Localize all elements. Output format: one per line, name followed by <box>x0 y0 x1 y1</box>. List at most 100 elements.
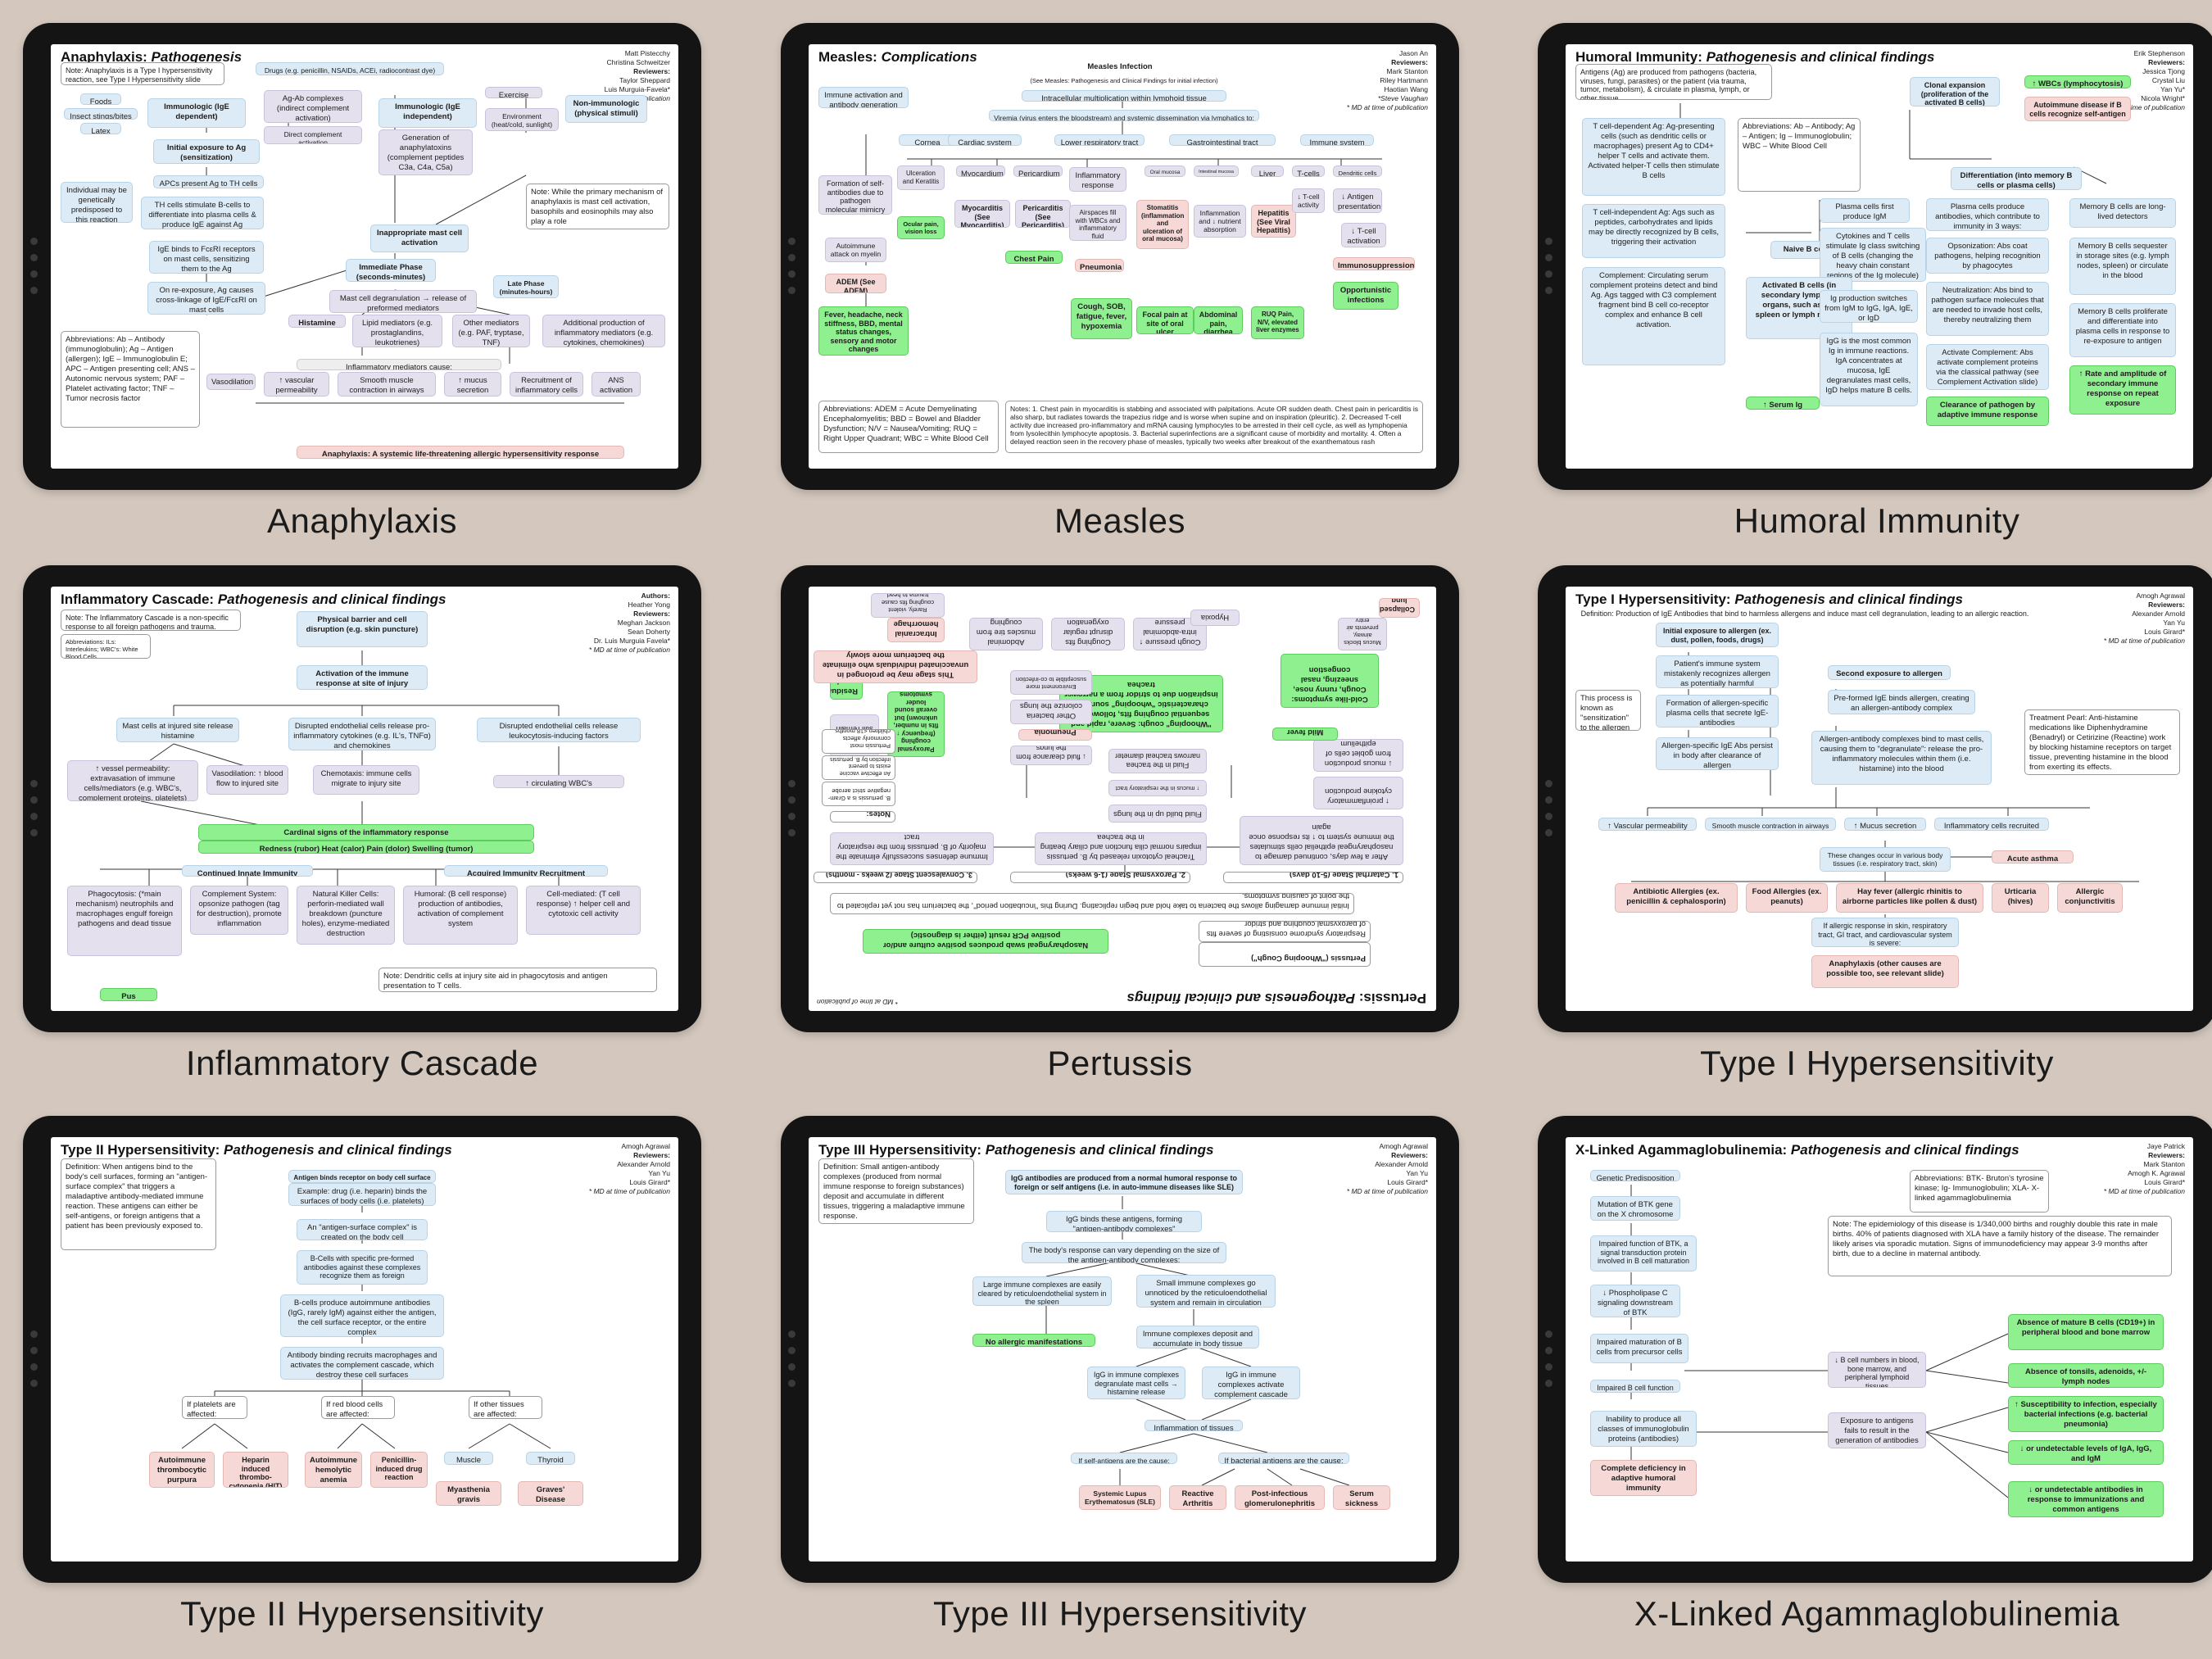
flowchart-node: Humoral: (B cell response) production of… <box>403 886 518 945</box>
tile-x-linked-agammaglobulinemia[interactable]: X-Linked Agammaglobulinemia: Pathogenesi… <box>1538 1116 2212 1634</box>
flowchart-node: Vasodilation <box>206 374 256 390</box>
credit-line: Mark Stanton <box>1386 67 1428 75</box>
flowchart-node: Note: Anaphylaxis is a Type I hypersensi… <box>61 62 224 85</box>
tile-humoral-immunity[interactable]: Humoral Immunity: Pathogenesis and clini… <box>1538 23 2212 541</box>
tile-caption: Pertussis <box>1047 1044 1193 1082</box>
credit-line: Yan Yu* <box>2160 85 2185 93</box>
slide-screen[interactable]: Type III Hypersensitivity: Pathogenesis … <box>809 1137 1436 1562</box>
flowchart-node: Cornea <box>899 134 956 146</box>
flowchart-node: Pneumonia <box>1018 729 1092 741</box>
flowchart-node: Pneumonia <box>1075 259 1124 272</box>
flowchart-node: If other tissues are affected: <box>469 1396 542 1419</box>
tile-inflammatory-cascade[interactable]: Inflammatory Cascade: Pathogenesis and c… <box>23 565 701 1083</box>
flowchart-node: This process is known as "sensitization"… <box>1575 690 1641 731</box>
credit-line: *Steve Vaughan <box>1377 94 1428 102</box>
flowchart-node: Graves' Disease <box>518 1481 583 1506</box>
flowchart-node: Cytokines and T cells stimulate Ig class… <box>1820 228 1926 282</box>
flowchart-node: Treatment Pearl: Anti-histamine medicati… <box>2024 709 2180 775</box>
flowchart-node: Cardinal signs of the inflammatory respo… <box>198 824 534 841</box>
slide-screen[interactable]: Humoral Immunity: Pathogenesis and clini… <box>1566 44 2193 469</box>
flowchart-node: These changes occur in various body tiss… <box>1820 847 1951 872</box>
tile-type-3-hypersensitivity[interactable]: Type III Hypersensitivity: Pathogenesis … <box>781 1116 1459 1634</box>
flowchart-node: Notes: <box>830 811 895 823</box>
flowchart-node: Stomatitis (inflammation and ulceration … <box>1136 200 1189 249</box>
tablet-frame: Type I Hypersensitivity: Pathogenesis an… <box>1538 565 2212 1032</box>
flowchart-node: If self-antigens are the cause: <box>1071 1453 1177 1464</box>
credit-line: Louis Girard* <box>1387 1178 1428 1186</box>
credit-line: Luis Murguia-Favela* <box>604 85 670 93</box>
slide-screen[interactable]: Pertussis: Pathogenesis and clinical fin… <box>809 587 1436 1011</box>
flowchart-node: Hepatitis (See Viral Hepatitis) <box>1251 205 1296 238</box>
slide-title: Inflammatory Cascade: Pathogenesis and c… <box>61 592 446 607</box>
flowchart-node: ↓ B cell numbers in blood, bone marrow, … <box>1828 1352 1926 1388</box>
flowchart-node: ADEM (See ADEM) <box>825 274 886 293</box>
flowchart-node: Foods <box>80 93 121 105</box>
flowchart-node: ↑ mucus secretion <box>444 372 501 397</box>
flowchart-node: Environment more susceptible to co-infec… <box>1010 670 1092 695</box>
slide-title: Type II Hypersensitivity: Pathogenesis a… <box>61 1142 452 1158</box>
flowchart-node: Inflammation of tissues <box>1145 1420 1243 1431</box>
flowchart-rotated: Pertussis: Pathogenesis and clinical fin… <box>809 587 1436 1011</box>
flowchart-node: ↓ or undetectable levels of IgA, IgG, an… <box>2008 1440 2164 1465</box>
flowchart-node: Fever, headache, neck stiffness, BBD, me… <box>818 306 909 356</box>
flowchart-node: Abdominal pain, diarrhea <box>1194 306 1243 334</box>
credit-line: Matt Pistecchy <box>624 49 670 57</box>
flowchart-node: Immune defenses successfully eliminate t… <box>830 832 994 865</box>
flowchart-node: Opsonization: Abs coat pathogens, helpin… <box>1926 238 2049 274</box>
flowchart-node: Environment (heat/cold, sunlight) <box>485 108 559 131</box>
slide-screen[interactable]: Type I Hypersensitivity: Pathogenesis an… <box>1566 587 2193 1011</box>
tile-pertussis[interactable]: Pertussis: Pathogenesis and clinical fin… <box>781 565 1459 1083</box>
slide-screen[interactable]: Anaphylaxis: Pathogenesis Matt Pistecchy… <box>51 44 678 469</box>
flowchart-node: ↓ mucus production from goblet cells of … <box>1313 739 1403 772</box>
slide-screen[interactable]: Type II Hypersensitivity: Pathogenesis a… <box>51 1137 678 1562</box>
flowchart-node: 2. Paroxysmal Stage (1-6 weeks) <box>1010 872 1190 883</box>
flowchart-node: Phagocytosis: (*main mechanism) neutroph… <box>67 886 182 956</box>
flowchart-node: Physical barrier and cell disruption (e.… <box>297 611 428 647</box>
tile-type-1-hypersensitivity[interactable]: Type I Hypersensitivity: Pathogenesis an… <box>1538 565 2212 1083</box>
flowchart-node: Paroxysmal coughing (frequency ↑ fits in… <box>887 691 945 757</box>
flowchart-node: Redness (rubor) Heat (calor) Pain (dolor… <box>198 841 534 854</box>
tile-type-2-hypersensitivity[interactable]: Type II Hypersensitivity: Pathogenesis a… <box>23 1116 701 1634</box>
flowchart-node: Tracheal cytotoxin released by B. pertus… <box>1035 832 1207 865</box>
credit-line: * MD at time of publication <box>588 646 670 654</box>
credit-line: Haotian Wang <box>1384 85 1428 93</box>
flowchart-node: Chemotaxis: immune cells migrate to inju… <box>313 765 419 795</box>
credit-line: Nicola Wright* <box>2141 94 2185 102</box>
flowchart-node: Neutralization: Abs bind to pathogen sur… <box>1926 282 2049 336</box>
tile-caption: Anaphylaxis <box>267 501 457 540</box>
tile-anaphylaxis[interactable]: Anaphylaxis: Pathogenesis Matt Pistecchy… <box>23 23 701 541</box>
tile-caption: Type II Hypersensitivity <box>180 1594 544 1633</box>
credit-line: Jessica Tjong <box>2142 67 2185 75</box>
flowchart-node: Cardiac system <box>948 134 1022 146</box>
slide-title: X-Linked Agammaglobulinemia: Pathogenesi… <box>1575 1142 2019 1158</box>
flowchart-node: Post-infectious glomerulonephritis <box>1235 1485 1325 1510</box>
flowchart-node: Pus <box>100 988 157 1001</box>
credit-line: Reviewers: <box>2148 601 2185 609</box>
flowchart-node: Smooth muscle contraction in airways <box>338 372 436 397</box>
flowchart-node: Inflammatory response <box>1069 167 1126 192</box>
flowchart-node: Smooth muscle contraction in airways <box>1705 818 1836 831</box>
slide-screen[interactable]: X-Linked Agammaglobulinemia: Pathogenesi… <box>1566 1137 2193 1562</box>
credit-line: Reviewers: <box>1391 58 1428 66</box>
flowchart-node: Formation of allergen-specific plasma ce… <box>1656 695 1779 728</box>
flowchart-node: Fluid build up in the lungs <box>1108 805 1207 823</box>
flowchart-node: Chest Pain <box>1005 251 1063 264</box>
flowchart-node: Abbreviations: ILs: Interleukins; WBC's:… <box>61 634 151 659</box>
flowchart-node: Direct complement activation <box>264 126 362 144</box>
credit-line: Alexander Arnold <box>2132 610 2185 618</box>
flowchart-node: Abbreviations: BTK- Bruton's tyrosine ki… <box>1910 1170 2049 1213</box>
flowchart-node: Clearance of pathogen by adaptive immune… <box>1926 397 2049 426</box>
flowchart-node: Cough, SOB, fatigue, fever, hypoxemia <box>1071 298 1132 339</box>
flowchart-node: IgG in immune complexes activate complem… <box>1202 1367 1300 1399</box>
flowchart-node: Antibiotic Allergies (ex. penicillin & c… <box>1615 883 1738 913</box>
flowchart-node: Other bacteria colonize the lungs <box>1010 700 1092 724</box>
flowchart-node: After a few days, continued damage to na… <box>1240 816 1403 865</box>
flowchart-node: Lipid mediators (e.g. prostaglandins, le… <box>352 315 442 347</box>
flowchart-node: Urticaria (hives) <box>1992 883 2049 913</box>
flowchart-node: Definition: Production of IgE Antibodies… <box>1580 610 2029 618</box>
slide-screen[interactable]: Inflammatory Cascade: Pathogenesis and c… <box>51 587 678 1011</box>
